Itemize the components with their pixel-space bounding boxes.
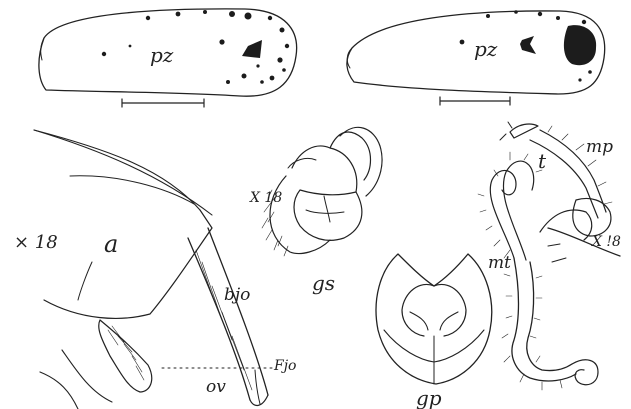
label-mt: mt [488,253,511,273]
magnification-center: X 18 [249,190,282,206]
elytron-left: pz [39,9,297,107]
label-a: a [104,230,118,258]
label-gp: gp [416,386,442,409]
label-fjo: Fjo [273,358,296,374]
label-gs: gs [312,271,335,295]
magnification-right: X !8 [591,234,621,250]
label-mp: mp [586,137,613,157]
label-bjo: bjo [224,285,250,305]
label-pz-right: pz [474,37,498,61]
label-pz-left: pz [150,43,174,67]
genitalia-gp-figure: gp [376,254,492,409]
elytron-left-spots [102,10,289,84]
magnification-left: × 18 [14,232,58,253]
leg-figure: t mp X !8 mt [478,122,621,390]
elytron-right: pz [347,10,605,105]
genitalia-gs-figure: X 18 gs [249,127,382,295]
label-ov: ov [206,377,226,397]
label-t: t [538,149,547,173]
abdomen-figure: × 18 a bjo Fjo ov [14,130,296,409]
